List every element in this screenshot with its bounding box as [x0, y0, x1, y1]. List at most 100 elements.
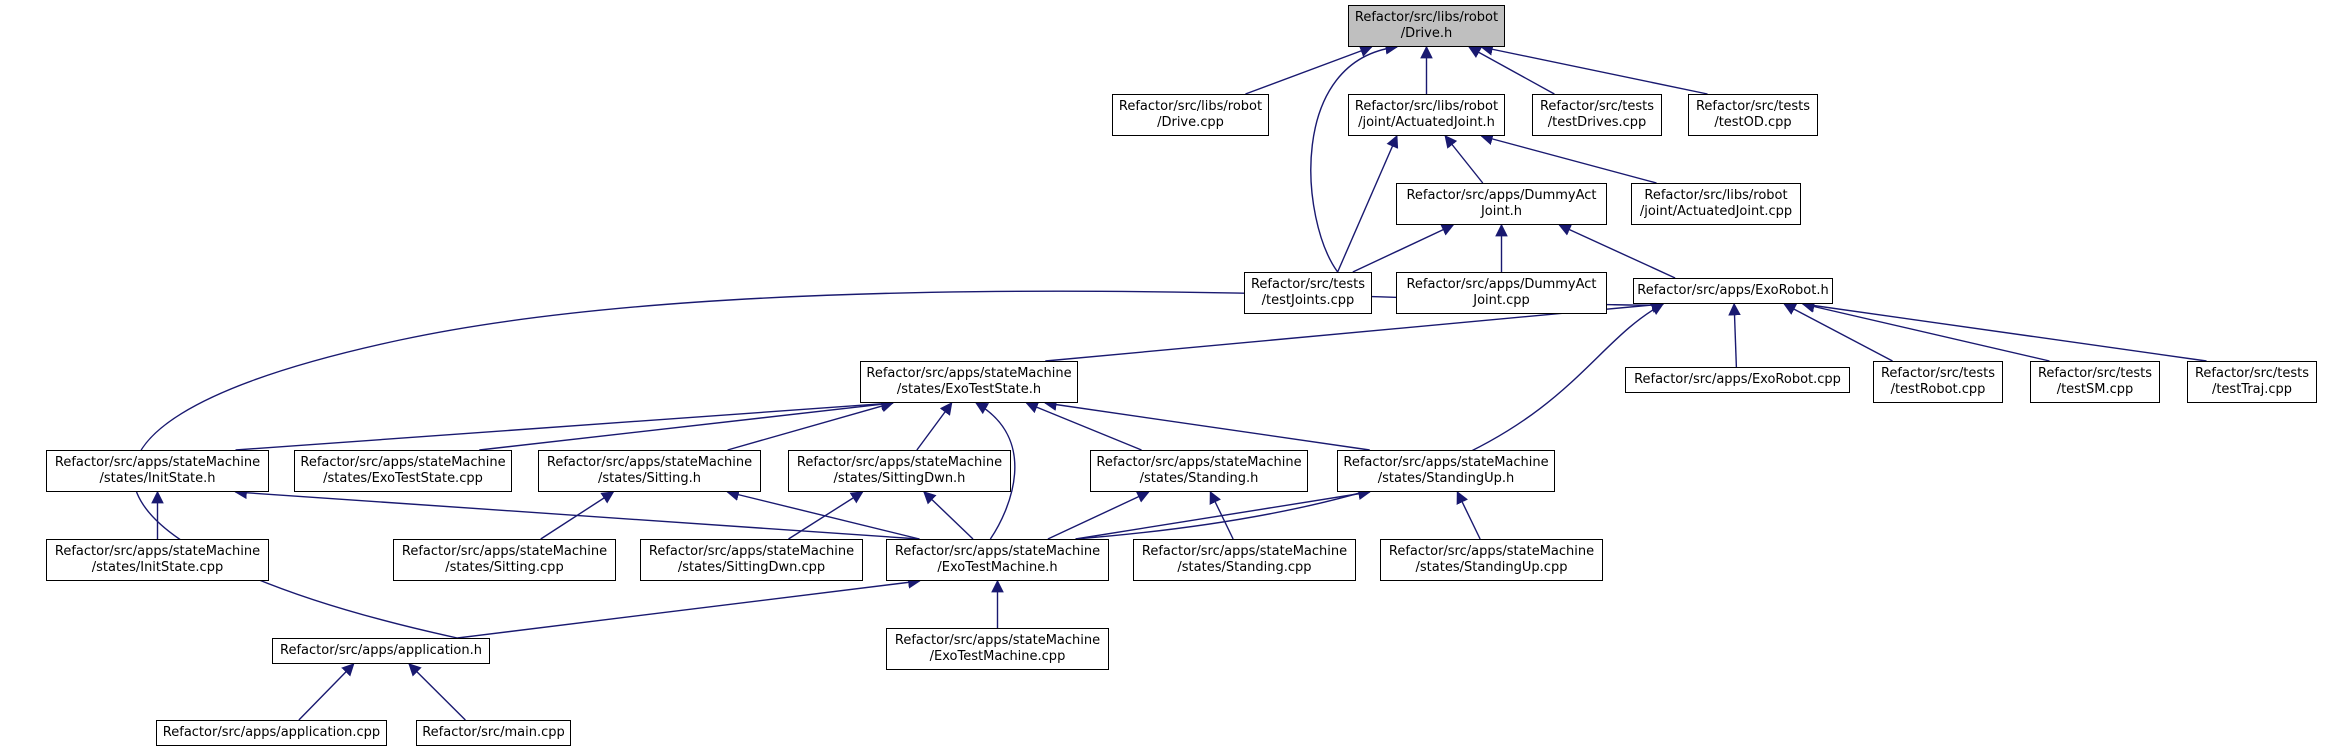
file-node-label: Refactor/src/apps/stateMachine	[1141, 544, 1348, 559]
include-edge-standingup_h-to-exoteststate_h	[1044, 398, 1370, 451]
file-node-label: Refactor/src/apps/ExoRobot.h	[1637, 283, 1829, 298]
file-node-initstate-cpp[interactable]: Refactor/src/apps/stateMachine/states/In…	[46, 539, 269, 581]
file-node-label: Refactor/src/libs/robot	[1644, 188, 1788, 203]
file-node-label: /ExoTestMachine.cpp	[929, 649, 1066, 664]
include-edge-standingup_cpp-to-standingup_h	[1456, 490, 1481, 540]
file-node-label: /states/StandingUp.h	[1377, 471, 1515, 486]
file-node-label: /joint/ActuatedJoint.h	[1358, 115, 1495, 130]
file-node-application-cpp[interactable]: Refactor/src/apps/application.cpp	[156, 720, 387, 746]
include-edge-testod-to-drive_h	[1480, 43, 1708, 95]
include-edge-exotestmachine_h-to-exorobot_h	[1075, 303, 1665, 540]
file-node-label: /states/ExoTestState.h	[896, 382, 1042, 397]
file-node-exotestmachine-cpp[interactable]: Refactor/src/apps/stateMachine/ExoTestMa…	[886, 628, 1109, 670]
file-node-sitting-h[interactable]: Refactor/src/apps/stateMachine/states/Si…	[538, 450, 761, 492]
include-edge-exotestmachine_h-to-sittingdwn_h	[923, 491, 974, 540]
file-node-label: /joint/ActuatedJoint.cpp	[1639, 204, 1793, 219]
file-node-label: Refactor/src/libs/robot	[1354, 10, 1499, 25]
include-edge-testtraj-to-exorobot_h	[1801, 299, 2207, 362]
file-node-label: Refactor/src/apps/DummyAct	[1406, 188, 1597, 203]
file-node-label: Joint.h	[1480, 204, 1523, 219]
file-node-sittingdwn-cpp[interactable]: Refactor/src/apps/stateMachine/states/Si…	[640, 539, 863, 581]
file-node-standingup-h[interactable]: Refactor/src/apps/stateMachine/states/St…	[1337, 450, 1555, 492]
include-edge-testjoints-to-drive_h	[1310, 42, 1399, 273]
file-node-initstate-h[interactable]: Refactor/src/apps/stateMachine/states/In…	[46, 450, 269, 492]
file-node-label: Joint.cpp	[1473, 293, 1530, 308]
file-node-label: /states/Sitting.cpp	[445, 560, 564, 575]
file-node-label: Refactor/src/apps/stateMachine	[796, 455, 1003, 470]
include-edge-sitting_cpp-to-sitting_h	[540, 491, 615, 540]
file-node-label: Refactor/src/apps/stateMachine	[300, 455, 506, 470]
file-node-testtraj[interactable]: Refactor/src/tests/testTraj.cpp	[2187, 361, 2317, 403]
file-node-standing-h[interactable]: Refactor/src/apps/stateMachine/states/St…	[1090, 450, 1308, 492]
file-node-label: /states/Sitting.h	[598, 471, 701, 486]
file-node-label: Refactor/src/apps/application.cpp	[162, 725, 381, 740]
file-node-label: /states/InitState.cpp	[91, 560, 224, 575]
file-node-label: Refactor/src/tests	[1250, 277, 1365, 292]
include-edge-main_cpp-to-application_h	[408, 663, 466, 721]
file-node-testsm[interactable]: Refactor/src/tests/testSM.cpp	[2030, 361, 2160, 403]
file-node-exoteststate-cpp[interactable]: Refactor/src/apps/stateMachine/states/Ex…	[294, 450, 512, 492]
include-edge-actuatedjoint_cpp-to-actuatedjoint_h	[1480, 132, 1657, 184]
file-node-label: Refactor/src/apps/application.h	[280, 643, 482, 658]
file-node-actuatedjoint-cpp[interactable]: Refactor/src/libs/robot/joint/ActuatedJo…	[1631, 183, 1801, 225]
include-edge-exotestmachine_h-to-standing_h	[1047, 491, 1150, 540]
include-edge-exorobot_h-to-dummyact_h	[1558, 223, 1676, 279]
file-node-actuatedjoint-h[interactable]: Refactor/src/libs/robot/joint/ActuatedJo…	[1348, 94, 1505, 136]
file-node-label: Refactor/src/libs/robot	[1354, 99, 1499, 114]
file-node-exoteststate-h[interactable]: Refactor/src/apps/stateMachine/states/Ex…	[860, 361, 1078, 403]
file-node-testdrives[interactable]: Refactor/src/tests/testDrives.cpp	[1532, 94, 1662, 136]
file-node-label: /states/StandingUp.cpp	[1415, 560, 1568, 575]
file-node-label: Refactor/src/libs/robot	[1118, 99, 1263, 114]
file-node-sitting-cpp[interactable]: Refactor/src/apps/stateMachine/states/Si…	[393, 539, 616, 581]
file-node-label: /testRobot.cpp	[1890, 382, 1986, 397]
file-node-exorobot-h[interactable]: Refactor/src/apps/ExoRobot.h	[1633, 278, 1833, 304]
file-node-application-h[interactable]: Refactor/src/apps/application.h	[272, 638, 490, 664]
file-node-label: Refactor/src/apps/stateMachine	[866, 366, 1072, 381]
file-node-label: /states/SittingDwn.cpp	[677, 560, 826, 575]
file-node-sittingdwn-h[interactable]: Refactor/src/apps/stateMachine/states/Si…	[788, 450, 1011, 492]
file-node-label: Refactor/src/apps/stateMachine	[1096, 455, 1302, 470]
file-node-label: Refactor/src/apps/stateMachine	[546, 455, 753, 470]
file-node-label: Refactor/src/tests	[2194, 366, 2309, 381]
include-edge-standing_h-to-exoteststate_h	[1025, 401, 1142, 451]
file-node-label: Refactor/src/apps/stateMachine	[54, 455, 261, 470]
file-node-label: Refactor/src/main.cpp	[422, 725, 565, 740]
file-node-label: /testDrives.cpp	[1547, 115, 1647, 130]
file-node-label: /testOD.cpp	[1714, 115, 1792, 130]
file-node-drive-cpp[interactable]: Refactor/src/libs/robot/Drive.cpp	[1112, 94, 1269, 136]
file-node-label: Refactor/src/apps/stateMachine	[648, 544, 855, 559]
include-edge-dummyact_h-to-actuatedjoint_h	[1444, 135, 1484, 184]
file-node-testod[interactable]: Refactor/src/tests/testOD.cpp	[1688, 94, 1818, 136]
file-node-label: Refactor/src/apps/ExoRobot.cpp	[1634, 372, 1841, 387]
include-edge-testjoints-to-actuatedjoint_h	[1336, 134, 1399, 273]
file-node-label: /Drive.h	[1400, 26, 1453, 41]
include-edge-testdrives-to-drive_h	[1468, 46, 1555, 95]
file-node-label: /testTraj.cpp	[2211, 382, 2293, 397]
file-node-label: Refactor/src/apps/stateMachine	[1343, 455, 1549, 470]
file-node-standing-cpp[interactable]: Refactor/src/apps/stateMachine/states/St…	[1133, 539, 1356, 581]
include-edge-application_cpp-to-application_h	[298, 663, 355, 721]
file-node-testrobot[interactable]: Refactor/src/tests/testRobot.cpp	[1873, 361, 2003, 403]
file-node-label: Refactor/src/tests	[2037, 366, 2152, 381]
file-node-drive-h[interactable]: Refactor/src/libs/robot/Drive.h	[1348, 5, 1505, 47]
include-edge-sittingdwn_h-to-exoteststate_h	[916, 401, 953, 451]
file-node-label: /testJoints.cpp	[1261, 293, 1355, 308]
include-edge-drive_cpp-to-drive_h	[1245, 45, 1373, 95]
file-node-testjoints[interactable]: Refactor/src/tests/testJoints.cpp	[1244, 272, 1372, 314]
file-node-label: Refactor/src/apps/stateMachine	[401, 544, 608, 559]
file-node-standingup-cpp[interactable]: Refactor/src/apps/stateMachine/states/St…	[1380, 539, 1603, 581]
file-node-label: /states/ExoTestState.cpp	[323, 471, 483, 486]
file-node-label: /states/Standing.h	[1139, 471, 1259, 486]
file-node-label: /Drive.cpp	[1157, 115, 1224, 130]
file-node-label: /states/InitState.h	[99, 471, 216, 486]
include-edge-exorobot_cpp-to-exorobot_h	[1728, 302, 1741, 368]
file-node-exotestmachine-h[interactable]: Refactor/src/apps/stateMachine/ExoTestMa…	[886, 539, 1109, 581]
file-node-label: Refactor/src/apps/stateMachine	[1388, 544, 1595, 559]
file-node-exorobot-cpp[interactable]: Refactor/src/apps/ExoRobot.cpp	[1625, 367, 1850, 393]
file-node-main-cpp[interactable]: Refactor/src/main.cpp	[416, 720, 571, 746]
include-edge-sitting_h-to-exoteststate_h	[727, 400, 894, 451]
